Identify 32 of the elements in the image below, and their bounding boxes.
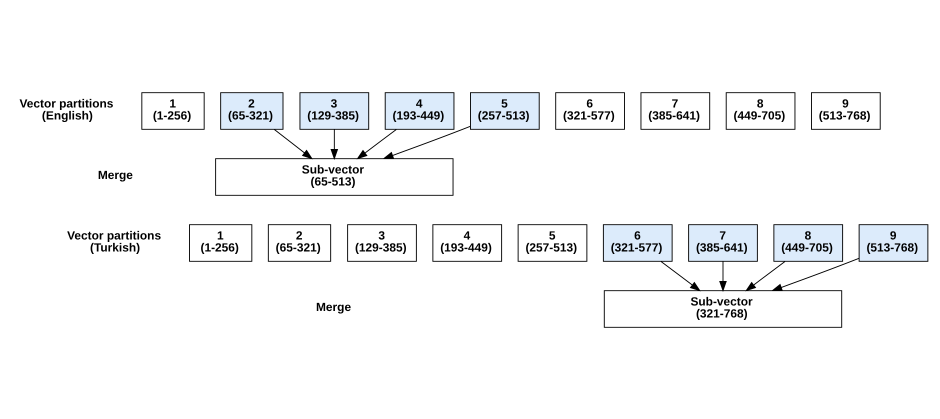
node-box: 8 (449-705): [726, 92, 796, 130]
node-box: 2 (65-321): [268, 224, 332, 262]
node-box: 1 (1-256): [189, 224, 252, 262]
arrow: [660, 260, 701, 291]
node-box: 5 (257-513): [518, 224, 588, 262]
node-box: 7 (385-641): [640, 92, 710, 130]
label: Merge: [316, 300, 352, 314]
node-box: 5 (257-513): [470, 92, 540, 130]
node-box: 1 (1-256): [141, 92, 205, 130]
node-box: Sub-vector (321-768): [604, 290, 842, 328]
label: Vector partitions (English): [19, 96, 114, 122]
node-box: 3 (129-385): [300, 92, 370, 130]
label: Merge: [98, 168, 133, 182]
arrow: [330, 128, 338, 160]
arrow: [382, 125, 471, 159]
label: Vector partitions (Turkish): [67, 228, 162, 254]
node-box: 7 (385-641): [688, 224, 758, 262]
arrow: [356, 128, 397, 159]
node-box: Sub-vector (65-513): [215, 158, 454, 196]
node-box: 4 (193-449): [384, 92, 454, 130]
node-box: 3 (129-385): [347, 224, 417, 262]
arrow: [274, 128, 313, 159]
arrow: [745, 260, 786, 291]
node-box: 9 (513-768): [811, 92, 881, 130]
node-box: 4 (193-449): [432, 224, 502, 262]
node-box: 9 (513-768): [858, 224, 928, 262]
node-box: 6 (321-577): [555, 92, 625, 130]
node-box: 6 (321-577): [602, 224, 673, 262]
arrow: [719, 260, 727, 292]
node-box: 8 (449-705): [773, 224, 844, 262]
node-box: 2 (65-321): [220, 92, 284, 130]
arrow: [771, 257, 860, 291]
